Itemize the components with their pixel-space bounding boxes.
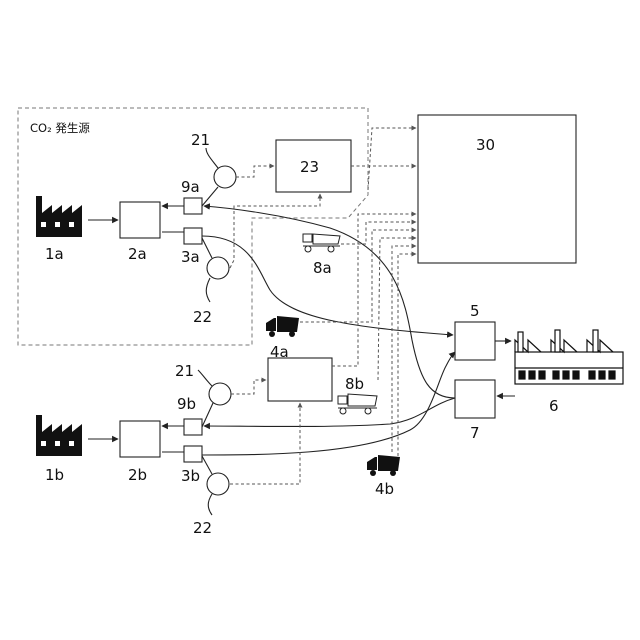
label-5: 5 bbox=[470, 302, 480, 320]
box-7 bbox=[455, 380, 495, 418]
label-22a: 22 bbox=[193, 308, 212, 326]
truck-8b-icon bbox=[338, 394, 377, 414]
factory-1a-icon bbox=[36, 196, 82, 237]
label-8a: 8a bbox=[313, 259, 332, 277]
label-4b: 4b bbox=[375, 480, 394, 498]
box-9a bbox=[184, 198, 202, 214]
label-7: 7 bbox=[470, 424, 480, 442]
truck-4a-icon bbox=[266, 316, 299, 337]
box-4a bbox=[268, 358, 332, 401]
label-30: 30 bbox=[476, 136, 495, 154]
label-3b: 3b bbox=[181, 467, 200, 485]
label-3a: 3a bbox=[181, 248, 200, 266]
meter-21b bbox=[209, 383, 231, 405]
label-22b: 22 bbox=[193, 519, 212, 537]
label-2a: 2a bbox=[128, 245, 147, 263]
label-2b: 2b bbox=[128, 466, 147, 484]
label-1b: 1b bbox=[45, 466, 64, 484]
box-3a bbox=[184, 228, 202, 244]
label-21b: 21 bbox=[175, 362, 194, 380]
region-label: CO₂ 発生源 bbox=[30, 121, 90, 135]
label-21a: 21 bbox=[191, 131, 210, 149]
truck-4b-icon bbox=[367, 455, 400, 476]
label-9b: 9b bbox=[177, 395, 196, 413]
box-2b bbox=[120, 421, 160, 457]
box-30 bbox=[418, 115, 576, 263]
factory-1b-icon bbox=[36, 415, 82, 456]
label-1a: 1a bbox=[45, 245, 64, 263]
box-5 bbox=[455, 322, 495, 360]
meter-21a bbox=[214, 166, 236, 188]
label-8b: 8b bbox=[345, 375, 364, 393]
truck-8a-icon bbox=[303, 234, 340, 252]
box-9b bbox=[184, 419, 202, 435]
box-3b bbox=[184, 446, 202, 462]
meter-22b bbox=[207, 473, 229, 495]
box-2a bbox=[120, 202, 160, 238]
label-23: 23 bbox=[300, 158, 319, 176]
label-4a: 4a bbox=[270, 343, 289, 361]
label-6: 6 bbox=[549, 397, 559, 415]
factory-6-icon bbox=[515, 330, 623, 384]
meter-22a bbox=[207, 257, 229, 279]
label-9a: 9a bbox=[181, 178, 200, 196]
